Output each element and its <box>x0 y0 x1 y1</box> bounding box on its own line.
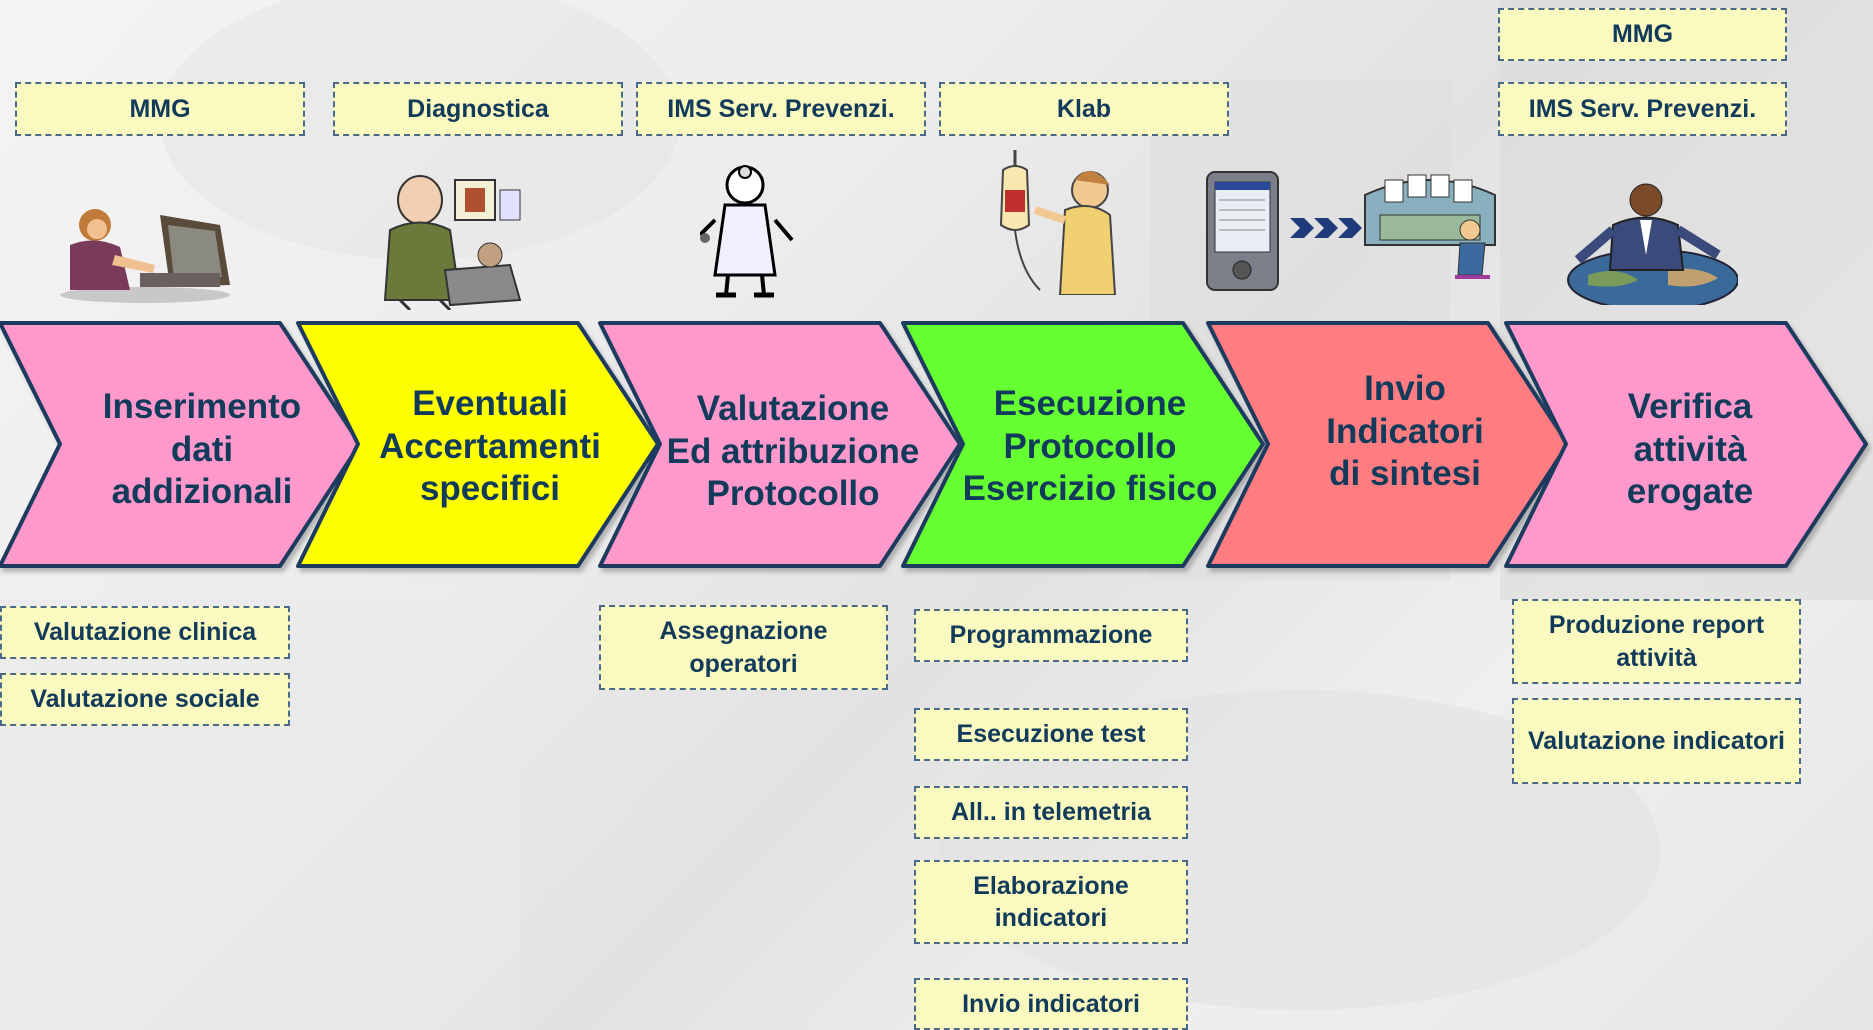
role-box-mmg: MMG <box>15 82 305 136</box>
step-6-label: Verifica attività erogate <box>1626 386 1754 512</box>
activity-assegnazione-operatori: Assegnazione operatori <box>599 605 888 690</box>
doctor-stethoscope-icon <box>700 165 794 298</box>
person-at-computer-icon <box>60 209 230 303</box>
pda-device-icon <box>1206 171 1279 291</box>
activity-valutazione-clinica: Valutazione clinica <box>0 606 290 659</box>
activity-telemetria: All.. in telemetria <box>914 786 1188 839</box>
step-1-label: Inserimento dati addizionali <box>102 386 302 512</box>
activity-programmazione: Programmazione <box>914 609 1188 662</box>
step-1-chevron <box>0 321 362 568</box>
role-box-diagnostica: Diagnostica <box>333 82 623 136</box>
activity-esecuzione-test: Esecuzione test <box>914 708 1188 761</box>
manager-globe-icon <box>1567 183 1738 305</box>
activity-elaborazione-indicatori: Elaborazione indicatori <box>914 860 1188 944</box>
step-3-chevron <box>598 321 962 568</box>
doctor-examination-icon <box>383 175 522 310</box>
step-3-label: Valutazione Ed attribuzione Protocollo <box>666 388 920 514</box>
control-room-icon <box>1364 174 1496 279</box>
step-4-label: Esecuzione Protocollo Esercizio fisico <box>962 383 1218 509</box>
role-box-ims-2: IMS Serv. Prevenzi. <box>1498 82 1787 136</box>
step-5-chevron <box>1206 321 1570 568</box>
step-6-chevron <box>1504 321 1868 568</box>
activity-valutazione-sociale: Valutazione sociale <box>0 673 290 726</box>
step-2-chevron <box>296 321 660 568</box>
step-4-chevron <box>901 321 1265 568</box>
activity-valutazione-indicatori: Valutazione indicatori <box>1512 698 1801 784</box>
activity-produzione-report: Produzione report attività <box>1512 599 1801 684</box>
role-box-ims: IMS Serv. Prevenzi. <box>636 82 926 136</box>
arrows-icon <box>1290 218 1362 238</box>
activity-invio-indicatori: Invio indicatori <box>914 978 1188 1030</box>
step-2-label: Eventuali Accertamenti specifici <box>379 383 601 509</box>
role-box-mmg-2: MMG <box>1498 8 1787 61</box>
nurse-iv-drip-icon <box>999 150 1117 295</box>
step-5-label: Invio Indicatori di sintesi <box>1326 368 1484 494</box>
role-box-klab: Klab <box>939 82 1229 136</box>
